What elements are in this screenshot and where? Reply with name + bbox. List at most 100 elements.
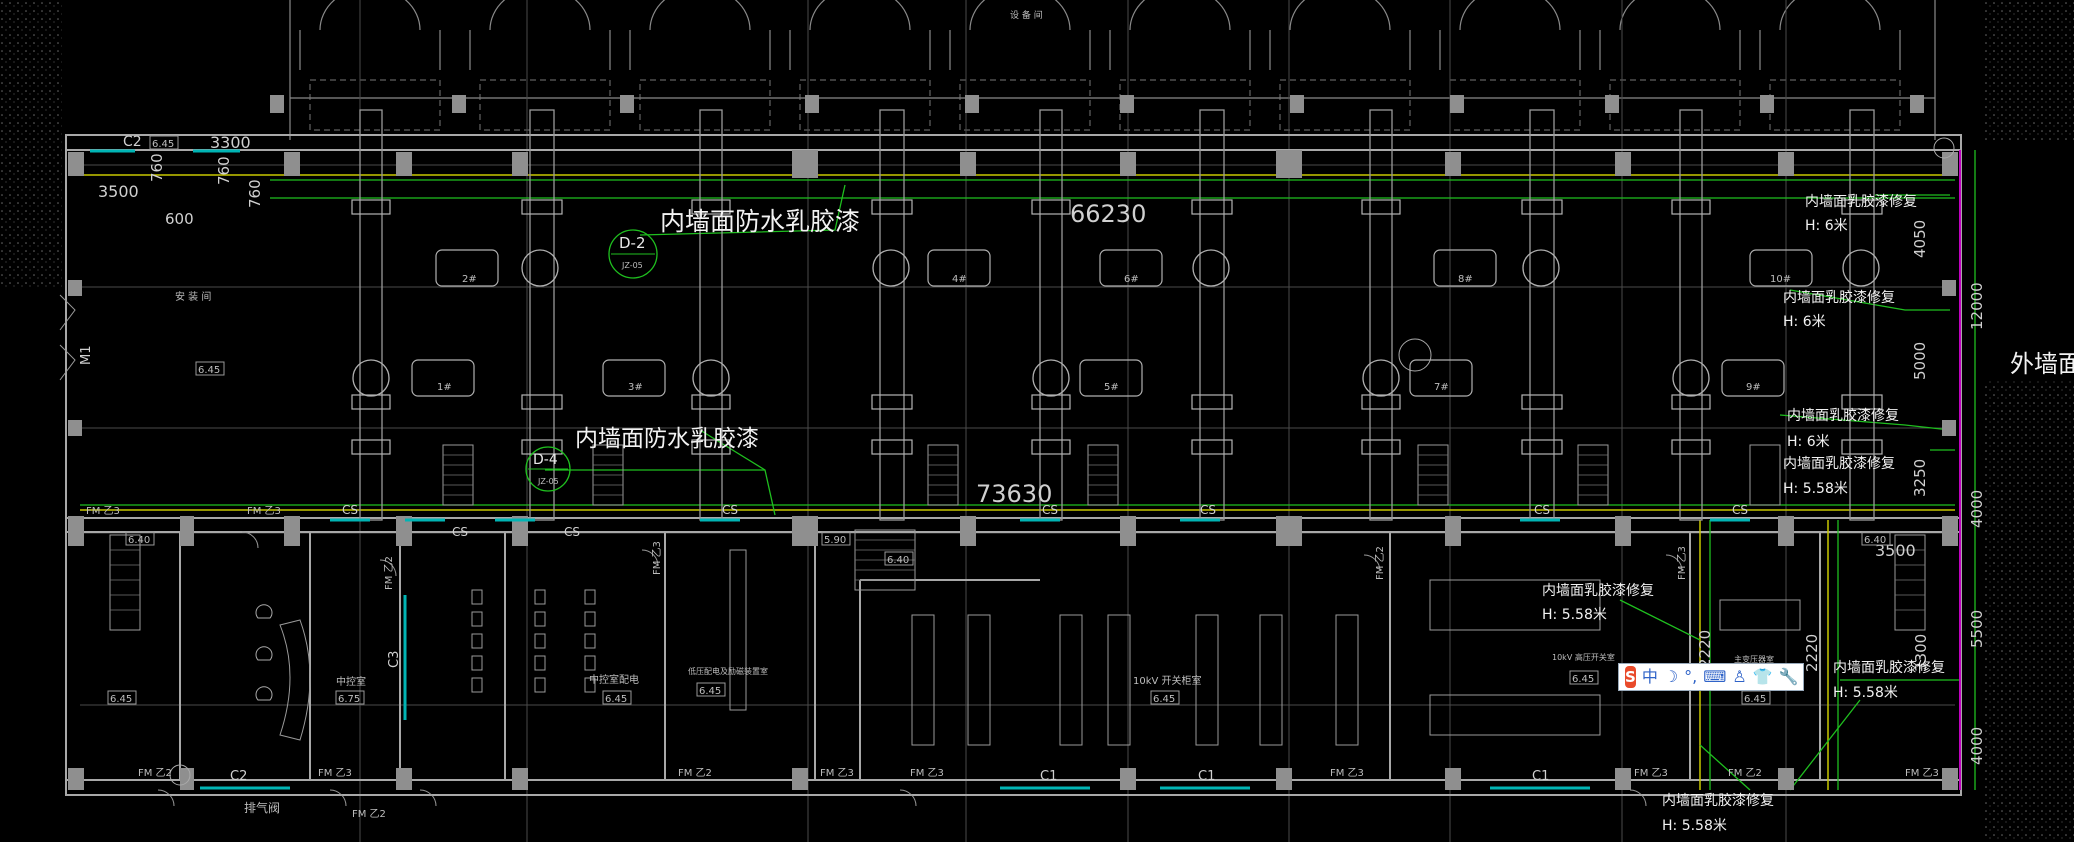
green-lines <box>80 150 1976 791</box>
note-4: 内墙面乳胶漆修复 <box>1783 455 1895 472</box>
pump-2: 2# <box>462 274 477 285</box>
dim-r4000b: 4000 <box>1968 727 1986 765</box>
stair-treads <box>110 454 1925 611</box>
wrench-icon[interactable]: 🔧 <box>1778 667 1799 686</box>
note-6: 内墙面乳胶漆修复 <box>1833 659 1945 676</box>
control-seats <box>255 604 273 701</box>
dim-3300: 3300 <box>210 133 251 152</box>
lower-equipment <box>279 549 1801 746</box>
room-vent: 排气阀 <box>244 800 280 815</box>
cs-3: CS <box>564 525 580 539</box>
fm-6: FM 乙3 <box>1676 546 1688 580</box>
pump-1: 1# <box>437 382 452 393</box>
room-trafo: 主变压器室 <box>1734 654 1774 664</box>
fm-9: FM 乙2 <box>352 808 386 820</box>
dim-total-b: 73630 <box>976 480 1052 508</box>
fm-10: FM 乙2 <box>678 767 712 779</box>
dim-760c: 760 <box>246 179 264 208</box>
note-6-h: H: 5.58米 <box>1833 685 1898 701</box>
ime-lang-toggle[interactable]: 中 <box>1641 667 1658 686</box>
ime-toolbar[interactable]: S 中 ☽ °, ⌨ ♙ 👕 🔧 <box>1618 663 1804 691</box>
win-m1: M1 <box>79 346 94 366</box>
elev-7: 6.45 <box>699 686 721 697</box>
dim-600: 600 <box>165 210 194 228</box>
room-10kv-b: 10kV 高压开关室 <box>1552 652 1615 662</box>
elev-11: 5.90 <box>824 535 846 546</box>
dim-3500: 3500 <box>98 182 139 201</box>
room-control-elec: 中控室配电 <box>589 673 639 686</box>
cs-5: CS <box>1042 503 1058 517</box>
note-5: 内墙面乳胶漆修复 <box>1542 582 1654 599</box>
fm-3: FM 乙2 <box>383 556 395 590</box>
dim-r2220b: 2220 <box>1803 634 1821 672</box>
col-marker <box>1933 137 1955 159</box>
top-note: 设 备 间 <box>1010 9 1043 21</box>
elev-5: 6.75 <box>338 694 360 705</box>
dim-760b: 760 <box>215 156 233 185</box>
room-names: 安 装 间 中控室 中控室配电 低压配电及励磁装置室 10kV 开关柜室 10k… <box>175 290 1774 815</box>
dim-r4050: 4050 <box>1911 220 1929 258</box>
shirt-icon[interactable]: 👕 <box>1752 667 1773 686</box>
pump-6: 6# <box>1124 274 1139 285</box>
fm-2: FM 乙3 <box>247 505 281 517</box>
fm-11: FM 乙3 <box>820 767 854 779</box>
cs-7: CS <box>1534 503 1550 517</box>
dim-r3300: 3300 <box>1912 634 1930 672</box>
fm-16: FM 乙2 <box>1728 767 1762 779</box>
note-5-h: H: 5.58米 <box>1542 607 1607 623</box>
fm-1: FM 乙3 <box>86 505 120 517</box>
sogou-logo-icon[interactable]: S <box>1625 666 1636 688</box>
win-c1b: C1 <box>1198 769 1215 784</box>
repair-notes: 内墙面乳胶漆修复 H: 6米 内墙面乳胶漆修复 H: 6米 内墙面乳胶漆修复 H… <box>1542 193 1945 834</box>
note-7-h: H: 5.58米 <box>1662 818 1727 834</box>
dim-total-a: 66230 <box>1070 200 1146 228</box>
fm-5: FM 乙2 <box>1374 546 1386 580</box>
cs-1: CS <box>342 503 358 517</box>
keyboard-icon[interactable]: ⌨ <box>1703 667 1727 686</box>
elev-6: 6.45 <box>605 694 627 705</box>
pump-3: 3# <box>628 382 643 393</box>
pipes <box>359 109 1875 521</box>
fm-labels: FM 乙3 FM 乙3 FM 乙2 FM 乙3 FM 乙2 FM 乙3 FM 乙… <box>86 505 1939 820</box>
columns <box>68 95 1958 790</box>
cs-4: CS <box>722 503 738 517</box>
cs-6: CS <box>1200 503 1216 517</box>
hatch-right <box>1985 0 2074 140</box>
cs-labels: CS CS CS CS CS CS CS CS <box>342 503 1748 539</box>
hatch-right-lower <box>1985 380 2074 842</box>
elev-3: 6.40 <box>128 535 150 546</box>
pump-7: 7# <box>1434 382 1449 393</box>
dim-r2220a: 2220 <box>1696 630 1714 668</box>
detail-d2-label: D-2 <box>619 234 646 252</box>
room-install: 安 装 间 <box>175 290 211 303</box>
detail-d2-circle <box>608 229 658 279</box>
elev-1: 6.45 <box>152 139 174 150</box>
fm-4: FM 乙3 <box>651 541 663 575</box>
win-c2b: C2 <box>230 769 247 784</box>
win-c3: C3 <box>387 651 402 668</box>
intake-dashed <box>309 79 1901 131</box>
elev-10: 6.45 <box>1744 694 1766 705</box>
ime-logo-text: S <box>1625 667 1636 686</box>
room-lv: 低压配电及励磁装置室 <box>688 666 768 676</box>
moon-icon[interactable]: ☽ <box>1663 667 1679 686</box>
pump-4: 4# <box>952 274 967 285</box>
note-3-h: H: 6米 <box>1787 434 1830 450</box>
win-c2a: C2 <box>123 134 142 150</box>
fm-14: FM 乙3 <box>1634 767 1668 779</box>
dim-r3250: 3250 <box>1911 459 1929 497</box>
detail-d4-label: D-4 <box>533 452 558 468</box>
pump-housings <box>352 249 1880 397</box>
equip-marker <box>1398 338 1432 372</box>
motors <box>411 249 1813 397</box>
detail-d2-sub: JZ-05 <box>621 261 643 270</box>
dim-r4000a: 4000 <box>1968 490 1986 528</box>
pump-9: 9# <box>1746 382 1761 393</box>
wall-note-a: 内墙面防水乳胶漆 <box>660 207 860 236</box>
punctuation-icon[interactable]: °, <box>1684 667 1698 686</box>
note-1-h: H: 6米 <box>1805 218 1848 234</box>
user-icon[interactable]: ♙ <box>1732 667 1747 686</box>
col-marker-2 <box>169 764 191 786</box>
outer-wall-note: 外墙面 <box>2010 350 2074 378</box>
